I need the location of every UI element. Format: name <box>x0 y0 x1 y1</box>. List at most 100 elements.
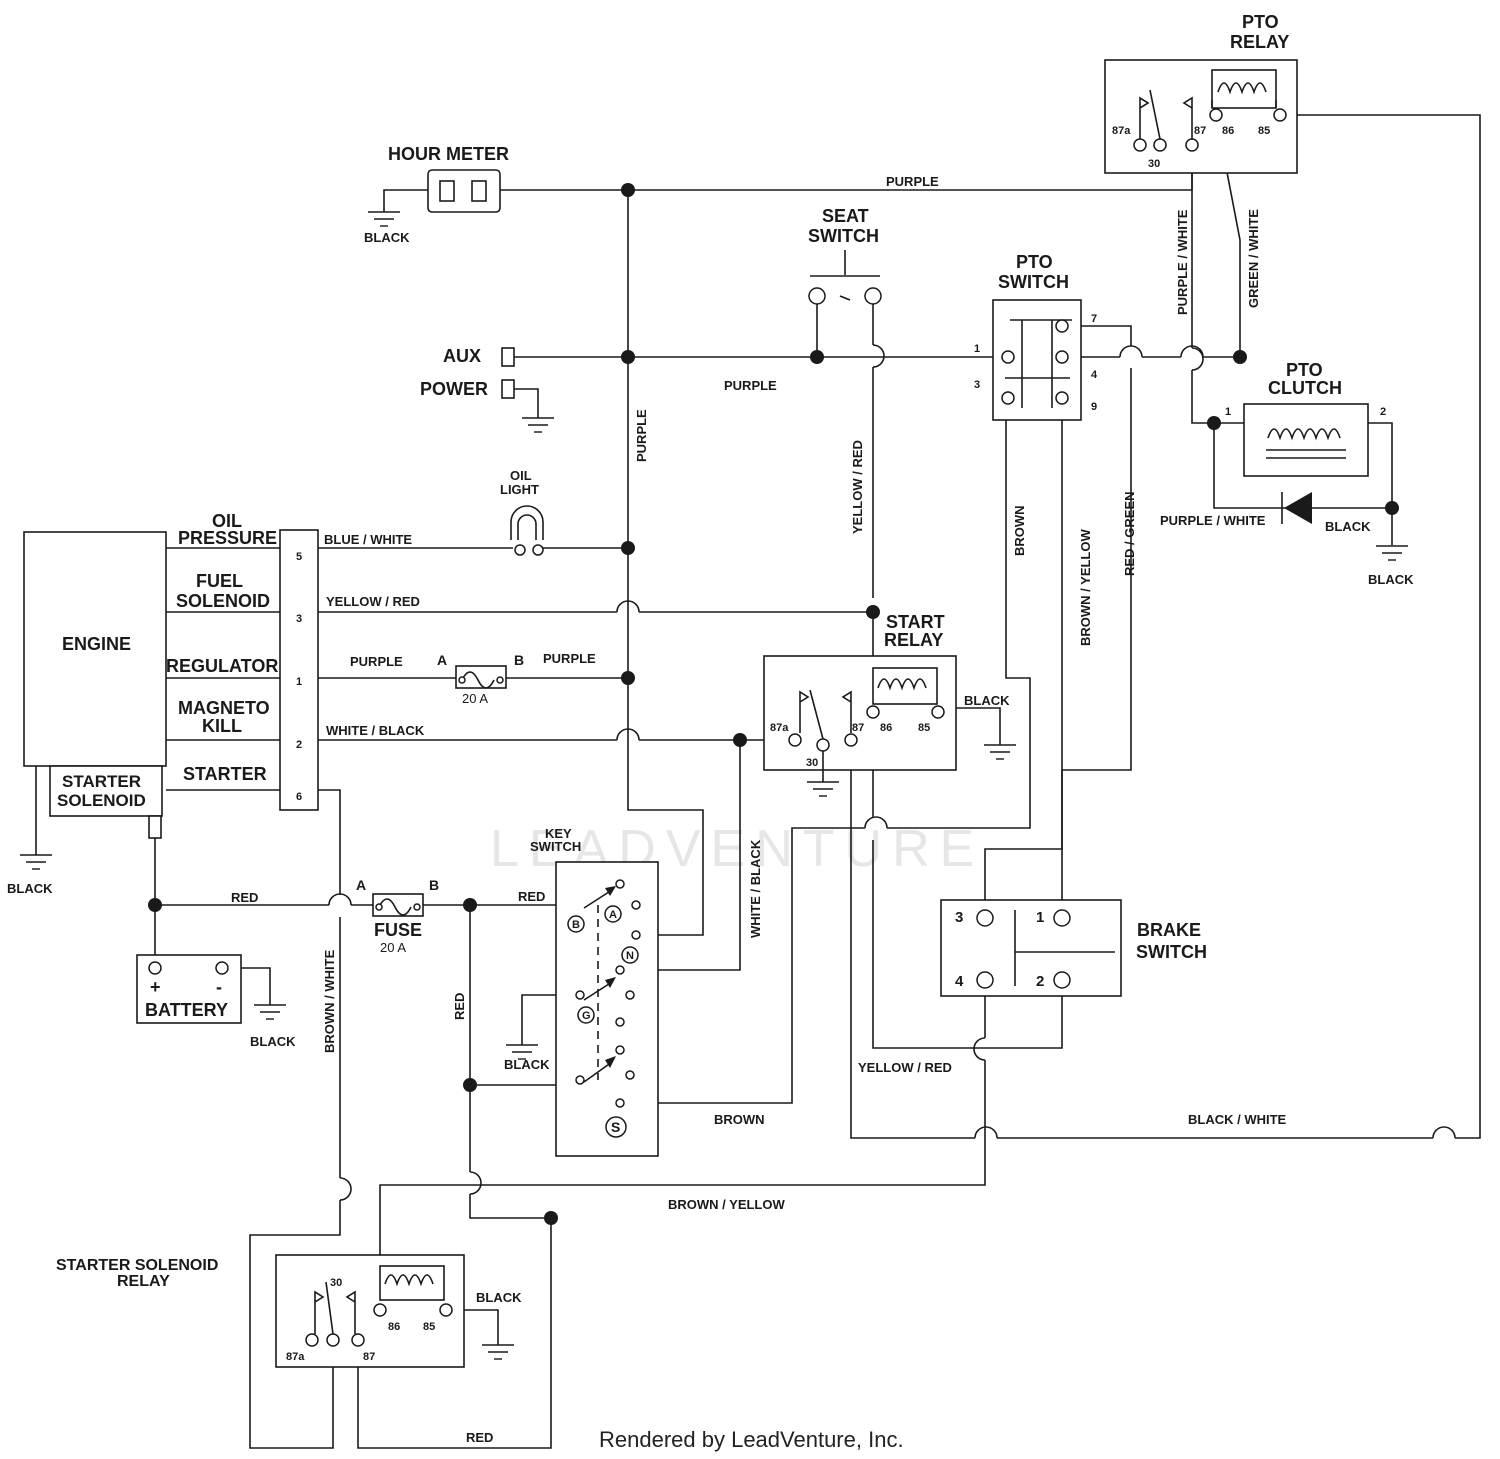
wire-label-brown-yellow-bottom: BROWN / YELLOW <box>668 1197 785 1212</box>
engine-ground <box>20 854 52 870</box>
svg-text:START: START <box>886 612 945 632</box>
svg-text:N: N <box>626 950 634 962</box>
svg-text:3: 3 <box>296 613 302 625</box>
svg-text:A: A <box>356 877 366 893</box>
svg-text:30: 30 <box>1148 158 1160 170</box>
wires <box>35 114 1481 1449</box>
svg-text:BLACK: BLACK <box>1368 572 1414 587</box>
wire-label-purple-top: PURPLE <box>886 174 939 189</box>
svg-text:1: 1 <box>1036 909 1044 926</box>
svg-text:7: 7 <box>1091 313 1097 325</box>
svg-text:AUX: AUX <box>443 346 481 366</box>
svg-text:SWITCH: SWITCH <box>1136 942 1207 962</box>
svg-text:SOLENOID: SOLENOID <box>176 591 270 611</box>
svg-text:87a: 87a <box>286 1351 305 1363</box>
key-switch: KEY SWITCH B A N G S BLACK <box>504 826 659 1157</box>
svg-text:SWITCH: SWITCH <box>530 839 581 854</box>
oil-light: OIL LIGHT <box>500 468 544 556</box>
hour-meter-ground-label: BLACK <box>364 230 410 245</box>
pto-relay-label-1: PTO <box>1242 12 1279 32</box>
svg-text:86: 86 <box>880 722 892 734</box>
svg-text:87: 87 <box>363 1351 375 1363</box>
engine-label: ENGINE <box>62 634 131 654</box>
svg-text:REGULATOR: REGULATOR <box>166 656 278 676</box>
svg-text:G: G <box>582 1010 591 1022</box>
pto-relay: PTO RELAY 87a 30 87 86 85 <box>1104 12 1298 174</box>
svg-text:85: 85 <box>918 722 930 734</box>
starter-solenoid: STARTER SOLENOID <box>49 765 163 839</box>
svg-text:FUEL: FUEL <box>196 571 243 591</box>
svg-text:3: 3 <box>974 379 980 391</box>
svg-text:SEAT: SEAT <box>822 206 869 226</box>
svg-text:PRESSURE: PRESSURE <box>178 528 277 548</box>
svg-text:87a: 87a <box>770 722 789 734</box>
svg-text:BLACK: BLACK <box>7 881 53 896</box>
fuse-label: FUSE <box>374 920 422 940</box>
engine: ENGINE OIL PRESSURE FUEL SOLENOID REGULA… <box>23 511 280 784</box>
svg-text:87a: 87a <box>1112 125 1131 137</box>
svg-text:SOLENOID: SOLENOID <box>57 791 146 810</box>
svg-text:+: + <box>150 977 161 997</box>
svg-text:S: S <box>611 1119 620 1135</box>
wire-label-red-vertical: RED <box>452 993 467 1020</box>
svg-text:30: 30 <box>806 757 818 769</box>
svg-text:LIGHT: LIGHT <box>500 482 539 497</box>
wire-label-brown-white: BROWN / WHITE <box>322 949 337 1053</box>
pto-relay-label-2: RELAY <box>1230 32 1289 52</box>
hour-meter: HOUR METER BLACK <box>364 144 509 245</box>
wire-label-yellow-red: YELLOW / RED <box>326 594 420 609</box>
svg-text:BLACK: BLACK <box>250 1034 296 1049</box>
svg-text:20 A: 20 A <box>462 691 488 706</box>
svg-text:STARTER: STARTER <box>183 764 267 784</box>
svg-text:PTO: PTO <box>1286 360 1323 380</box>
svg-text:30: 30 <box>330 1277 342 1289</box>
svg-text:BLACK: BLACK <box>504 1057 550 1072</box>
wire-label-yellow-red-vertical: YELLOW / RED <box>850 440 865 534</box>
svg-text:20 A: 20 A <box>380 940 406 955</box>
svg-text:3: 3 <box>955 909 963 926</box>
svg-text:SWITCH: SWITCH <box>998 272 1069 292</box>
wire-label-green-white: GREEN / WHITE <box>1246 209 1261 308</box>
wire-label-red-green: RED / GREEN <box>1122 491 1137 576</box>
wire-label-brown-vertical: BROWN <box>1012 505 1027 556</box>
svg-text:RELAY: RELAY <box>117 1273 170 1290</box>
svg-text:4: 4 <box>955 973 964 990</box>
aux-power: AUX POWER <box>420 346 554 433</box>
svg-text:B: B <box>429 877 439 893</box>
svg-text:2: 2 <box>1036 973 1044 990</box>
wire-label-red-battery: RED <box>231 890 258 905</box>
svg-text:B: B <box>572 919 580 931</box>
svg-text:OIL: OIL <box>212 511 242 531</box>
wire-label-purple-aux: PURPLE <box>724 378 777 393</box>
svg-text:-: - <box>216 977 222 997</box>
wire-label-white-black: WHITE / BLACK <box>326 723 425 738</box>
wire-label-purple-vertical: PURPLE <box>634 409 649 462</box>
hour-meter-label: HOUR METER <box>388 144 509 164</box>
fuse-regulator: A B 20 A <box>437 652 524 706</box>
svg-text:6: 6 <box>296 791 302 803</box>
svg-text:BRAKE: BRAKE <box>1137 920 1201 940</box>
svg-text:1: 1 <box>974 343 980 355</box>
seat-switch: SEAT SWITCH <box>808 206 882 305</box>
wire-label-black-white: BLACK / WHITE <box>1188 1112 1287 1127</box>
svg-text:1: 1 <box>296 676 302 688</box>
battery-label: BATTERY <box>145 1000 228 1020</box>
svg-text:POWER: POWER <box>420 379 488 399</box>
wire-label-brown-yellow-vertical: BROWN / YELLOW <box>1078 529 1093 646</box>
svg-text:2: 2 <box>1380 406 1386 418</box>
svg-text:4: 4 <box>1091 369 1098 381</box>
svg-text:KEY: KEY <box>545 826 572 841</box>
svg-text:85: 85 <box>423 1321 435 1333</box>
svg-text:RELAY: RELAY <box>884 630 943 650</box>
junctions <box>148 183 1399 1225</box>
battery: + - BATTERY BLACK <box>136 954 296 1049</box>
wire-label-purple-reg-b: PURPLE <box>543 651 596 666</box>
svg-text:STARTER: STARTER <box>62 772 141 791</box>
wire-connector: 5 3 1 2 6 <box>279 529 319 811</box>
wire-label-purple-white-top: PURPLE / WHITE <box>1175 209 1190 315</box>
svg-text:BLACK: BLACK <box>1325 519 1371 534</box>
svg-text:OIL: OIL <box>510 468 532 483</box>
start-relay: START RELAY 87a 30 87 86 85 BLACK <box>763 612 1016 797</box>
brake-switch: 3 1 4 2 BRAKE SWITCH <box>940 899 1207 997</box>
